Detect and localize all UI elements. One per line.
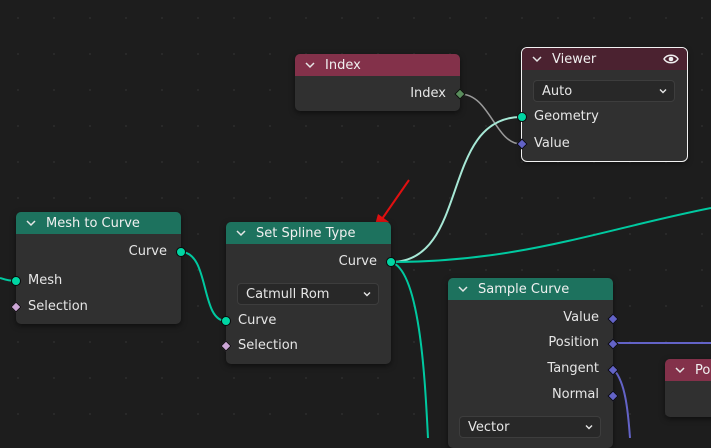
chevron-down-icon[interactable]: [456, 282, 470, 296]
chevron-down-icon[interactable]: [24, 216, 38, 230]
viewer-node[interactable]: Viewer Auto Geometry Value: [516, 47, 688, 162]
sample-position-label: Position: [548, 335, 599, 350]
set-spline-curve-label: Curve: [238, 313, 277, 328]
sample-value-label: Value: [563, 310, 599, 325]
chevron-down-icon: [659, 89, 667, 94]
mesh-to-curve-output-label: Curve: [128, 244, 167, 259]
spline-type-value: Catmull Rom: [246, 286, 330, 302]
sample-tangent-label: Tangent: [547, 361, 599, 376]
eye-icon[interactable]: [663, 53, 679, 65]
viewer-domain-value: Auto: [542, 83, 573, 99]
partial-node[interactable]: Po: [665, 359, 711, 417]
sample-normal-label: Normal: [551, 387, 599, 402]
mesh-to-curve-output-socket[interactable]: [176, 247, 186, 257]
chevron-down-icon[interactable]: [530, 52, 544, 66]
link-curve-down: [390, 261, 429, 438]
chevron-down-icon[interactable]: [673, 363, 687, 377]
mesh-to-curve-node[interactable]: Mesh to Curve Curve Mesh Selection: [10, 212, 186, 324]
viewer-node-title: Viewer: [552, 51, 597, 67]
index-node-title: Index: [325, 57, 361, 73]
set-spline-output-socket[interactable]: [386, 257, 396, 267]
set-spline-curve-socket[interactable]: [221, 316, 231, 326]
partial-node-title: Po: [695, 362, 711, 378]
sample-data-type-dropdown[interactable]: Vector: [459, 416, 601, 438]
sample-data-type-value: Vector: [468, 419, 510, 435]
mesh-to-curve-header[interactable]: Mesh to Curve: [16, 212, 181, 234]
partial-node-header[interactable]: Po: [665, 359, 711, 381]
spline-type-dropdown[interactable]: Catmull Rom: [237, 283, 379, 305]
chevron-down-icon: [585, 425, 593, 430]
mesh-input-socket[interactable]: [11, 276, 21, 286]
mesh-input-label: Mesh: [28, 273, 63, 288]
viewer-value-label: Value: [534, 136, 570, 151]
link-mesh-curve: [180, 251, 227, 322]
sample-curve-header[interactable]: Sample Curve: [448, 278, 613, 300]
viewer-geometry-label: Geometry: [534, 109, 599, 124]
link-curve-geometry: [390, 116, 522, 263]
index-node-header[interactable]: Index: [295, 54, 460, 76]
viewer-node-header[interactable]: Viewer: [522, 48, 687, 70]
viewer-geometry-socket[interactable]: [517, 112, 527, 122]
mesh-selection-label: Selection: [28, 299, 88, 314]
chevron-down-icon[interactable]: [303, 58, 317, 72]
mesh-to-curve-title: Mesh to Curve: [46, 215, 140, 231]
set-spline-type-header[interactable]: Set Spline Type: [226, 222, 391, 244]
viewer-domain-dropdown[interactable]: Auto: [533, 80, 675, 102]
set-spline-type-node[interactable]: Set Spline Type Curve Catmull Rom Curve …: [220, 222, 396, 364]
set-spline-output-label: Curve: [338, 254, 377, 269]
link-tangent-down: [612, 368, 631, 438]
link-index-value: [459, 93, 522, 145]
index-node[interactable]: Index Index: [295, 54, 466, 111]
set-spline-selection-label: Selection: [238, 338, 298, 353]
set-spline-type-title: Set Spline Type: [256, 225, 356, 241]
link-curve-right: [390, 207, 711, 263]
index-output-label: Index: [410, 86, 446, 101]
sample-curve-title: Sample Curve: [478, 281, 570, 297]
chevron-down-icon: [363, 292, 371, 297]
sample-curve-node[interactable]: Sample Curve Value Position Tangent Norm…: [448, 278, 619, 448]
chevron-down-icon[interactable]: [234, 226, 248, 240]
